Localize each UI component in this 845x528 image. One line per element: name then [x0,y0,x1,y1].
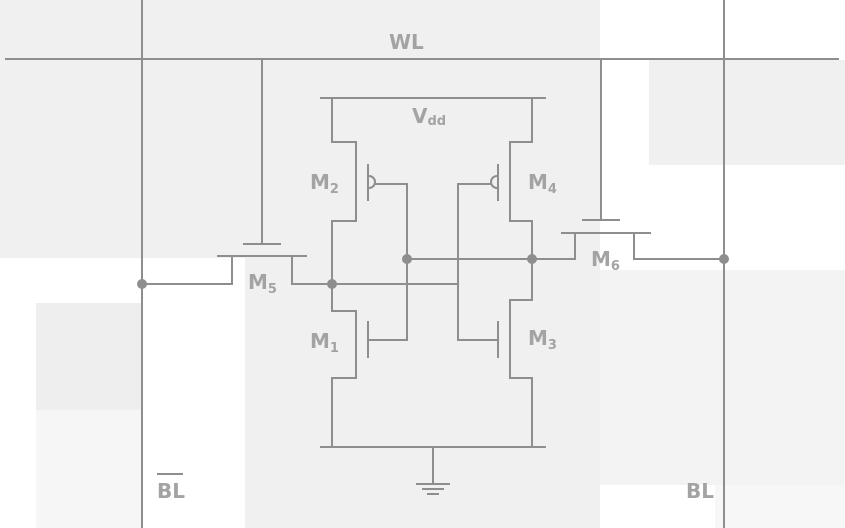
bg-block-left [36,303,142,410]
m1-label: M1 [310,329,339,356]
m2-pmos-transistor [331,152,408,285]
junction-q-right [527,254,537,264]
m5-label: M5 [248,270,277,297]
m2-source-wire [331,97,357,154]
m4-label: M4 [528,170,557,197]
m6-access-transistor [531,58,725,260]
bg-block-upper-right [649,60,845,165]
junction-qbar [327,279,337,289]
m1-nmos-transistor [331,258,408,448]
m6-label: M6 [591,247,620,274]
m5-access-transistor [141,58,333,285]
bl-bar-label: BL [157,479,185,503]
m3-label: M3 [528,326,557,353]
junction-bl-bar [137,279,147,289]
m2-label: M2 [310,170,339,197]
ground-icon [416,446,450,495]
m4-source-wire [509,97,533,154]
bl-label: BL [686,479,714,503]
m4-pmos-transistor [457,152,533,285]
bg-block-left-lower [36,410,142,528]
bg-block-right [600,270,845,485]
bg-block-right-lower [715,485,845,528]
junction-bl [719,254,729,264]
wl-label: WL [389,30,424,54]
m3-nmos-transistor [457,258,533,448]
junction-q-left [402,254,412,264]
vdd-label: Vdd [412,104,446,129]
bg-block-lower-center [245,258,600,528]
bg-block-upper-left [0,0,600,258]
